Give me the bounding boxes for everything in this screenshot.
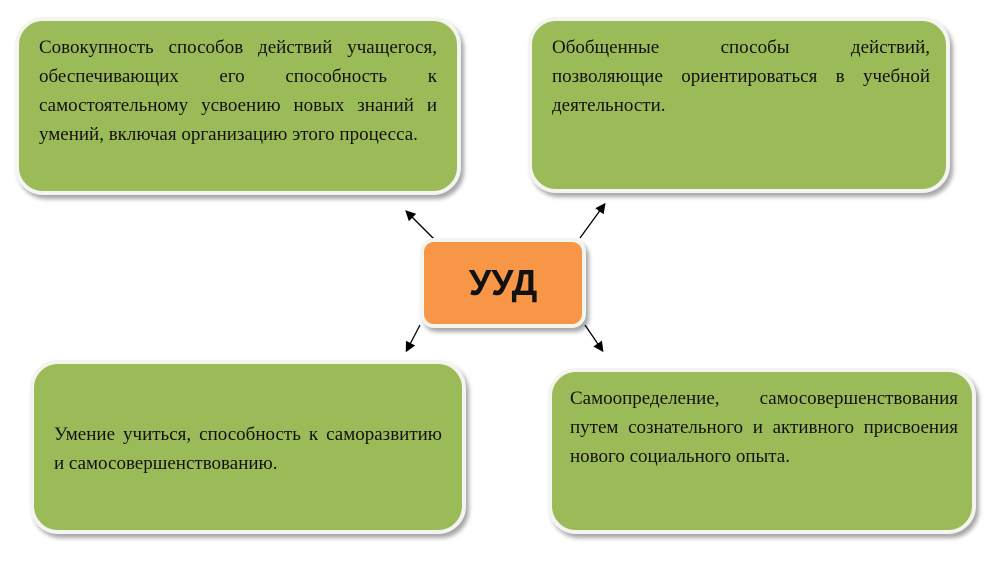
box-bottom-right-text: Самоопределение, самосовершенствования п… [570,388,958,467]
box-top-left-text: Совокупность способов действий учащегося… [39,37,437,145]
arrow-top-right [579,202,606,239]
box-bottom-left: Умение учиться, способность к саморазвит… [30,360,466,534]
box-top-left: Совокупность способов действий учащегося… [15,17,461,195]
arrow-bottom-right [584,324,604,353]
center-node-uud: УУД [420,238,586,328]
box-top-right-text: Обобщенные способы действий, позволяющие… [552,37,930,116]
box-top-right: Обобщенные способы действий, позволяющие… [528,17,950,193]
box-bottom-right: Самоопределение, самосовершенствования п… [548,368,976,534]
box-bottom-left-text: Умение учиться, способность к саморазвит… [54,424,442,474]
arrow-bottom-left [405,324,421,353]
arrow-top-left [405,210,436,241]
